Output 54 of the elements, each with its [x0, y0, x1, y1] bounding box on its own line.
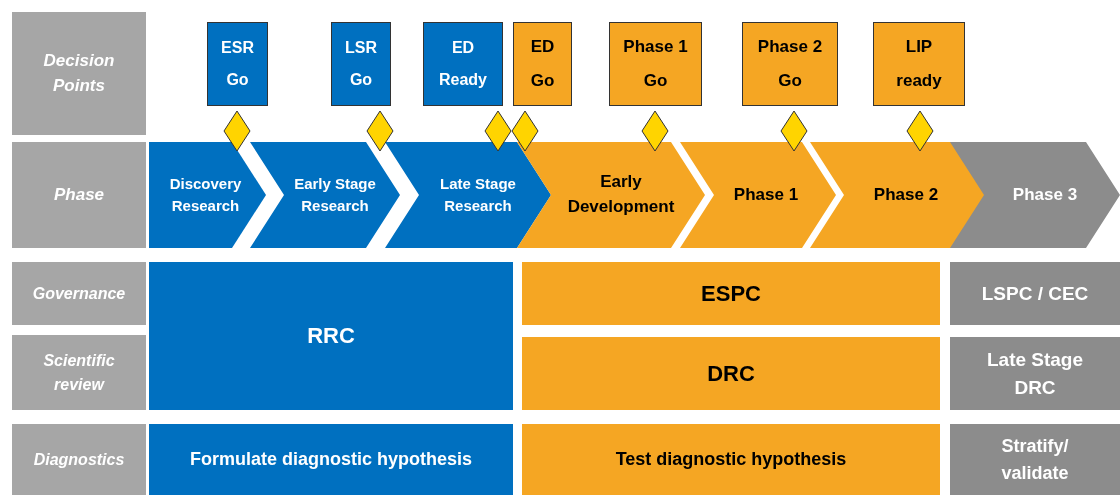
- box-label: Formulate diagnostic hypothesis: [189, 448, 472, 472]
- process-box: [522, 262, 940, 325]
- row-label: Phase: [53, 183, 105, 206]
- decision-label: LSR Go: [344, 38, 378, 90]
- phase-step: [385, 142, 551, 248]
- decision-box: [513, 22, 572, 106]
- box-label: ESPC: [701, 279, 761, 308]
- phase-label: Early Development: [566, 171, 676, 218]
- phase-step: [810, 142, 986, 248]
- phase-label: Phase 3: [1012, 183, 1078, 206]
- phase-step: [950, 142, 1120, 248]
- process-box: [950, 337, 1120, 410]
- decision-box: [742, 22, 838, 106]
- decision-label: LIP ready: [895, 36, 943, 92]
- decision-label: ED Go: [529, 36, 556, 92]
- process-box: [149, 424, 513, 495]
- phase-label: Phase 1: [733, 183, 799, 206]
- decision-label: Phase 2 Go: [756, 36, 824, 92]
- decision-box: [609, 22, 702, 106]
- process-box: [149, 262, 513, 410]
- phase-label: Phase 2: [873, 183, 939, 206]
- decision-box: [873, 22, 965, 106]
- process-box: [950, 424, 1120, 495]
- row-header: [12, 12, 146, 135]
- decision-label: ESR Go: [220, 38, 255, 90]
- process-box: [522, 424, 940, 495]
- row-header: [12, 335, 146, 410]
- row-label: Scientific review: [42, 351, 116, 395]
- row-header: [12, 142, 146, 248]
- row-label: Diagnostics: [33, 449, 125, 470]
- decision-label: Phase 1 Go: [622, 36, 689, 92]
- box-label: LSPC / CEC: [981, 281, 1089, 306]
- process-box: [522, 337, 940, 410]
- decision-box: [423, 22, 503, 106]
- process-box: [950, 262, 1120, 325]
- box-label: RRC: [307, 322, 355, 351]
- phase-label: Discovery Research: [168, 174, 243, 216]
- decision-label: ED Ready: [438, 38, 488, 90]
- box-label: Test diagnostic hypothesis: [615, 448, 847, 472]
- phase-step: [149, 142, 266, 248]
- box-label: DRC: [707, 359, 755, 388]
- phase-label: Late Stage Research: [439, 174, 517, 216]
- row-label: Decision Points: [42, 49, 116, 97]
- box-label: Late Stage DRC: [985, 347, 1085, 400]
- phase-step: [680, 142, 836, 248]
- phase-step: [250, 142, 400, 248]
- row-header: [12, 262, 146, 325]
- phase-step: [517, 142, 705, 248]
- row-label: Governance: [32, 283, 126, 304]
- row-header: [12, 424, 146, 495]
- decision-box: [331, 22, 391, 106]
- phase-label: Early Stage Research: [293, 174, 377, 216]
- box-label: Stratify/ validate: [1000, 435, 1070, 485]
- decision-box: [207, 22, 268, 106]
